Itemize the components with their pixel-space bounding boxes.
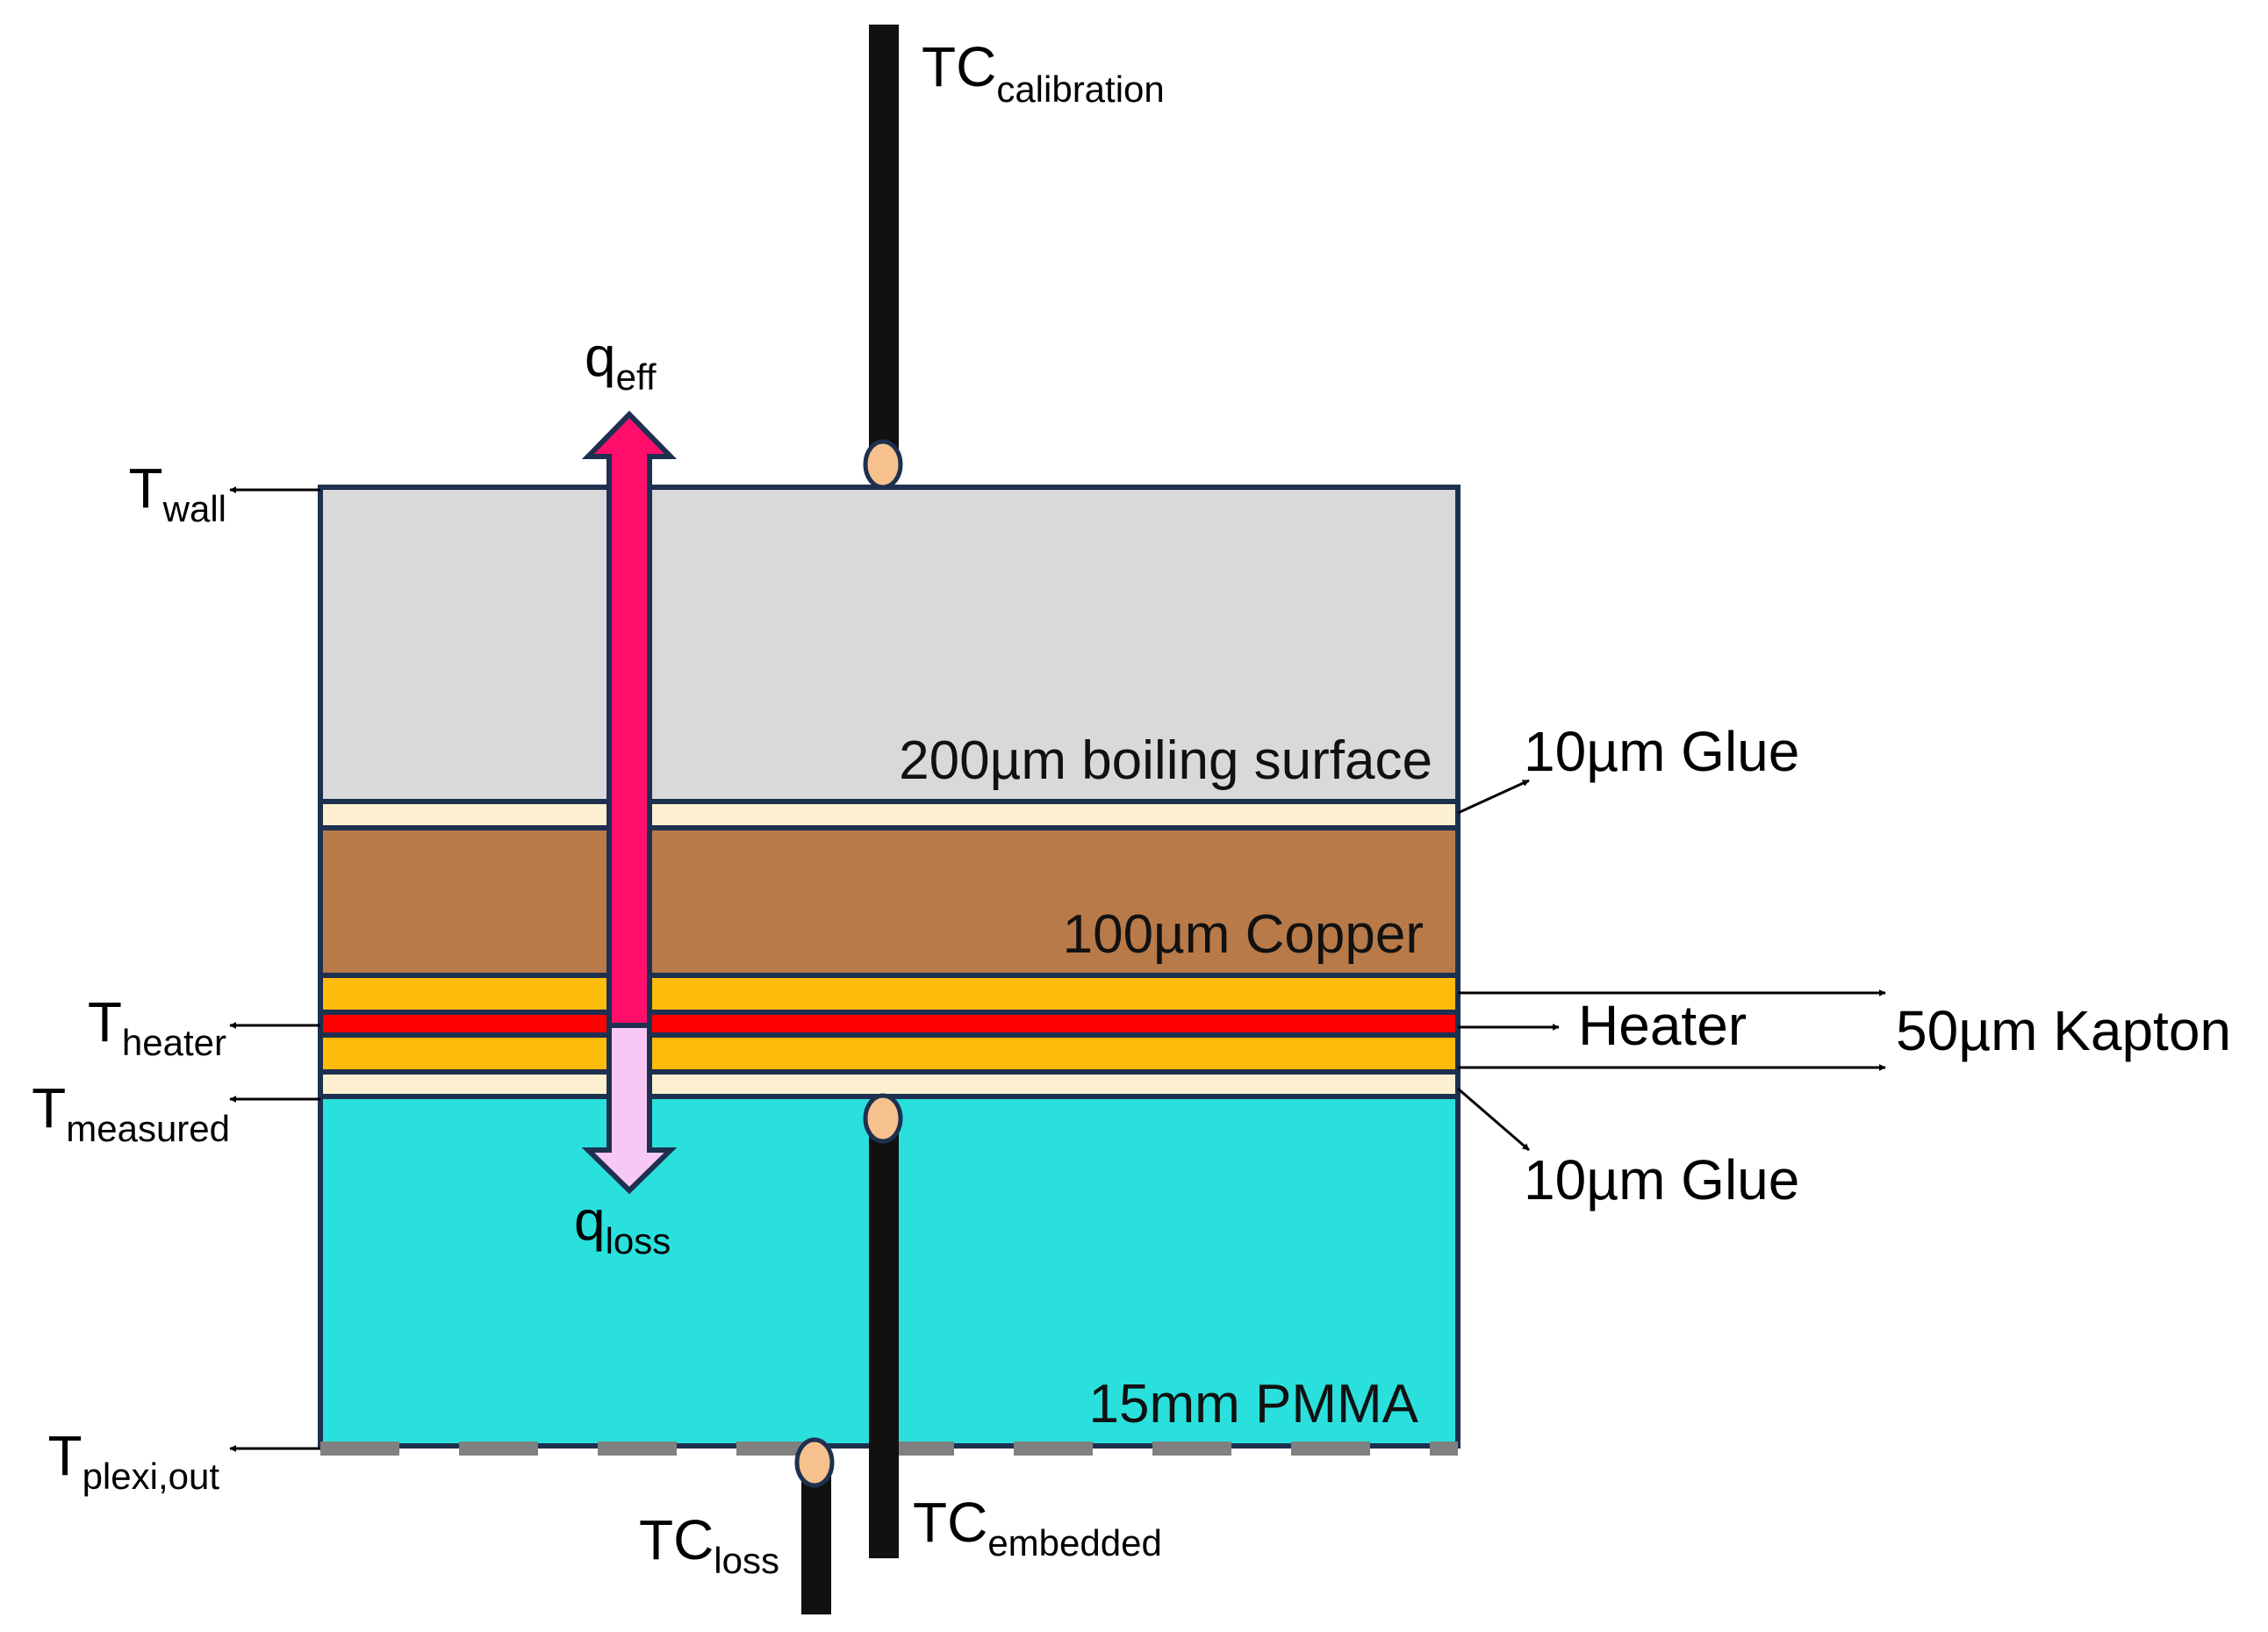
label-tc-calibration-sub: calibration (996, 68, 1164, 110)
label-q-eff: qeff (585, 325, 657, 398)
tc-calibration-wire (869, 25, 899, 464)
callout-kapton: 50µm Kapton (1896, 999, 2231, 1062)
layer-label-boiling-surface: 200µm boiling surface (899, 730, 1432, 791)
label-tc-calibration-main: TC (922, 35, 996, 98)
layer-label-pmma: 15mm PMMA (1089, 1374, 1419, 1434)
label-tc-embedded-sub: embedded (987, 1522, 1162, 1564)
layer-stack (318, 485, 1461, 1449)
glue-layer-bottom (318, 1069, 1461, 1099)
tc-embedded-wire (869, 1119, 899, 1558)
label-tc-embedded: TCembedded (913, 1491, 1162, 1564)
boiling-surface-layer (318, 485, 1461, 804)
label-t-plexi-out: Tplexi,out (47, 1424, 219, 1497)
kapton-layer-bottom (318, 1032, 1461, 1075)
label-tc-embedded-main: TC (913, 1491, 987, 1554)
label-q-loss-sub: loss (606, 1220, 671, 1262)
label-t-plexi-out-main: T (47, 1424, 82, 1487)
label-t-measured: Tmeasured (32, 1076, 230, 1149)
heater-layer (318, 1010, 1461, 1038)
label-tc-calibration: TCcalibration (922, 35, 1165, 110)
label-q-loss-main: q (574, 1189, 606, 1252)
label-tc-loss-sub: loss (714, 1540, 779, 1581)
label-t-heater-sub: heater (122, 1022, 226, 1063)
glue-layer-top (318, 799, 1461, 830)
tc-embedded (863, 1093, 903, 1558)
q-loss-arrow (581, 1023, 678, 1195)
label-t-measured-main: T (32, 1076, 66, 1140)
callout-glue-top: 10µm Glue (1524, 720, 1799, 783)
callout-glue-bottom: 10µm Glue (1524, 1148, 1799, 1211)
layer-label-copper: 100µm Copper (1063, 904, 1424, 965)
tc-calibration (863, 25, 903, 490)
label-t-wall: Twall (129, 457, 226, 529)
kapton-layer-top (318, 973, 1461, 1015)
label-q-loss: qloss (574, 1189, 671, 1262)
left-temperature-arrows (229, 486, 320, 1452)
tc-calibration-bead (863, 439, 903, 490)
tc-loss-bead (794, 1437, 835, 1488)
label-t-measured-sub: measured (66, 1108, 230, 1149)
label-q-eff-sub: eff (616, 356, 657, 398)
label-t-heater-main: T (88, 990, 122, 1053)
tc-loss (794, 1437, 835, 1614)
label-t-heater: Theater (88, 990, 226, 1063)
label-t-wall-sub: wall (162, 488, 226, 529)
label-t-plexi-out-sub: plexi,out (83, 1456, 220, 1497)
label-tc-loss: TCloss (639, 1508, 779, 1581)
copper-layer (318, 825, 1461, 978)
label-t-wall-main: T (129, 457, 163, 520)
right-callout-arrows (1457, 779, 1886, 1152)
glue-bottom-arrow (1457, 1087, 1530, 1152)
label-q-eff-main: q (585, 325, 616, 388)
tc-embedded-bead (863, 1093, 903, 1144)
glue-top-arrow (1457, 779, 1530, 815)
callout-heater: Heater (1578, 994, 1747, 1057)
label-tc-loss-main: TC (639, 1508, 714, 1571)
